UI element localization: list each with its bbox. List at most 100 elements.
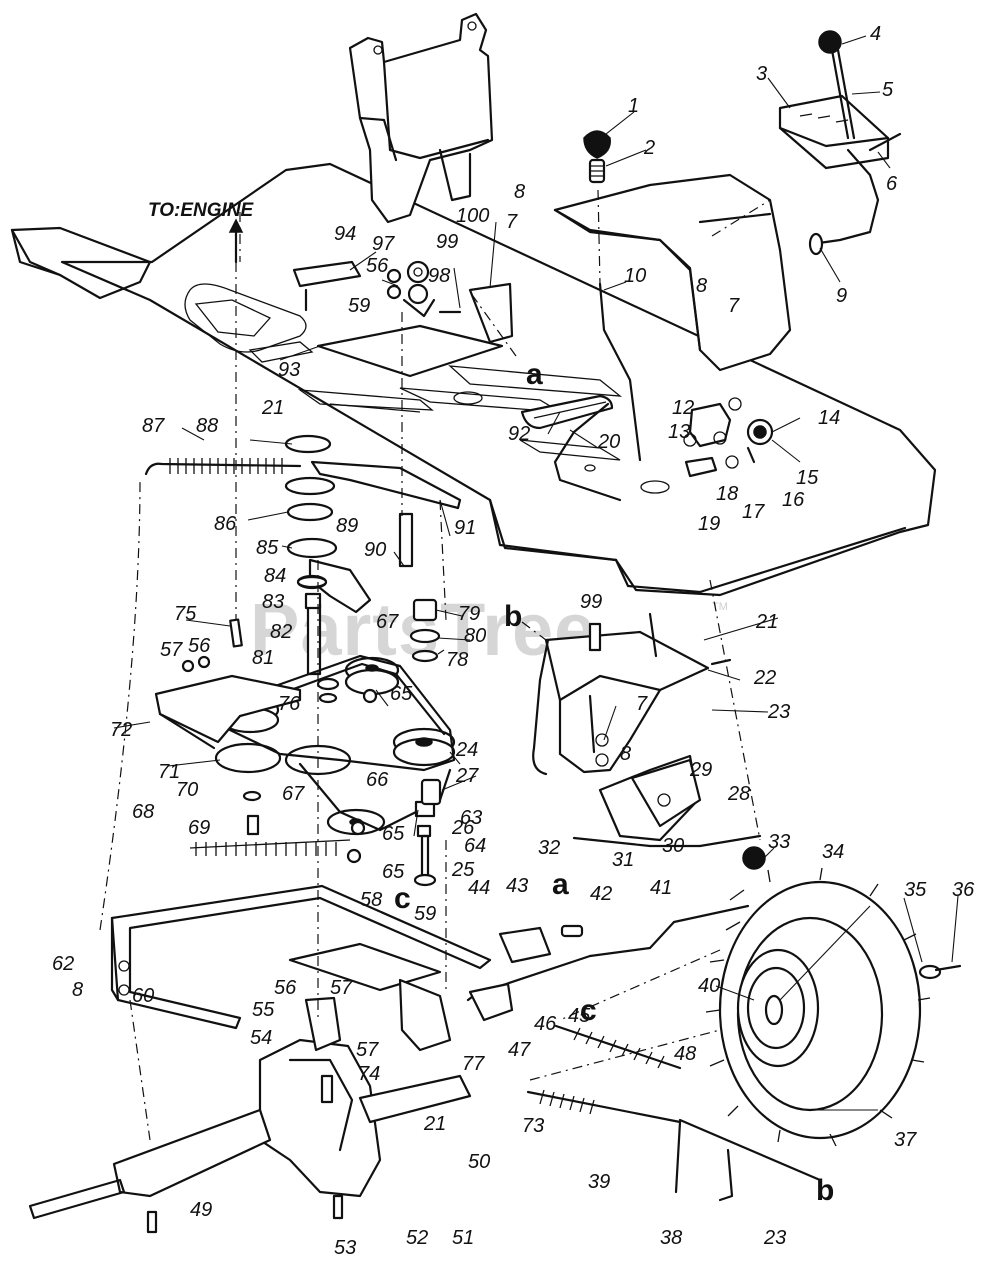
callout: 5 bbox=[882, 79, 894, 101]
ref-letter-a: a bbox=[552, 868, 569, 901]
rear-wheel bbox=[705, 846, 962, 1147]
callout: 78 bbox=[446, 649, 468, 671]
callout: 85 bbox=[256, 537, 279, 559]
callout: 16 bbox=[782, 489, 805, 511]
callout: 15 bbox=[796, 467, 819, 489]
callout: 77 bbox=[462, 1053, 485, 1075]
callout: 62 bbox=[52, 953, 74, 975]
brake-bracket bbox=[532, 612, 762, 848]
callout: 57 bbox=[330, 977, 353, 999]
callout: 23 bbox=[763, 1227, 786, 1249]
callout: 14 bbox=[818, 407, 840, 429]
ref-letter-b: b bbox=[504, 600, 522, 633]
callout: 23 bbox=[767, 701, 790, 723]
callout: 93 bbox=[278, 359, 300, 381]
callout: 100 bbox=[456, 205, 489, 227]
callout: 80 bbox=[464, 625, 486, 647]
callout: 36 bbox=[952, 879, 975, 901]
callout: 27 bbox=[455, 765, 479, 787]
callout: 37 bbox=[894, 1129, 917, 1151]
callout: 8 bbox=[620, 743, 631, 765]
callout: 74 bbox=[358, 1063, 380, 1085]
callout: 40 bbox=[698, 975, 720, 997]
callout: 18 bbox=[716, 483, 738, 505]
callout: 12 bbox=[672, 397, 694, 419]
ref-letter-a: a bbox=[526, 358, 543, 391]
callout: 72 bbox=[110, 719, 132, 741]
callout: 86 bbox=[214, 513, 237, 535]
callout: 71 bbox=[158, 761, 180, 783]
callout: 6 bbox=[886, 173, 898, 195]
callout: 68 bbox=[132, 801, 154, 823]
callout: 44 bbox=[468, 877, 490, 899]
callout: 70 bbox=[176, 779, 198, 801]
callout: 76 bbox=[278, 693, 301, 715]
callout: 9 bbox=[836, 285, 847, 307]
callout: 29 bbox=[689, 759, 712, 781]
callout: 45 bbox=[568, 1005, 591, 1027]
callout: 8 bbox=[696, 275, 707, 297]
callout: 75 bbox=[174, 603, 197, 625]
ref-letter-b: b bbox=[816, 1174, 834, 1207]
callout: 92 bbox=[508, 423, 530, 445]
callout: 81 bbox=[252, 647, 274, 669]
callout: 22 bbox=[753, 667, 776, 689]
callout: 82 bbox=[270, 621, 292, 643]
callout: 2 bbox=[643, 137, 655, 159]
callout: 8 bbox=[514, 181, 525, 203]
callout: 41 bbox=[650, 877, 672, 899]
callout: 39 bbox=[588, 1171, 610, 1193]
to-engine-label: TO:ENGINE bbox=[148, 200, 255, 221]
callout: 65 bbox=[382, 823, 405, 845]
callout: 34 bbox=[822, 841, 844, 863]
callout: 87 bbox=[142, 415, 165, 437]
callout: 7 bbox=[506, 211, 518, 233]
callout: 7 bbox=[728, 295, 740, 317]
frame-plate bbox=[10, 162, 937, 597]
callout: 79 bbox=[458, 603, 480, 625]
callout: 3 bbox=[756, 63, 767, 85]
callout: 65 bbox=[382, 861, 405, 883]
callout: 59 bbox=[348, 295, 370, 317]
callout: 13 bbox=[668, 421, 690, 443]
callout: 28 bbox=[727, 783, 750, 805]
lower-frame bbox=[110, 884, 492, 1030]
to-engine-indicator: TO:ENGINE bbox=[148, 200, 255, 264]
callout: 58 bbox=[360, 889, 382, 911]
callout: 8 bbox=[72, 979, 83, 1001]
callout: 21 bbox=[261, 397, 284, 419]
callout: 73 bbox=[522, 1115, 544, 1137]
fender-console bbox=[553, 173, 792, 372]
callout: 19 bbox=[698, 513, 720, 535]
callout: 99 bbox=[436, 231, 458, 253]
plate-brackets bbox=[292, 260, 514, 378]
callout: 10 bbox=[624, 265, 646, 287]
shift-lever-assembly bbox=[778, 30, 902, 256]
callout: 57 bbox=[160, 639, 183, 661]
callout: 56 bbox=[188, 635, 211, 657]
callout: 67 bbox=[376, 611, 399, 633]
callout: 59 bbox=[414, 903, 436, 925]
lower-springs bbox=[526, 1024, 822, 1202]
callout: 88 bbox=[196, 415, 218, 437]
callout: 63 bbox=[460, 807, 482, 829]
callout: 84 bbox=[264, 565, 286, 587]
callout: 55 bbox=[252, 999, 275, 1021]
callout: 17 bbox=[742, 501, 765, 523]
callout: 51 bbox=[452, 1227, 474, 1249]
callout: 35 bbox=[904, 879, 927, 901]
transaxle bbox=[28, 926, 552, 1234]
callout: 24 bbox=[455, 739, 478, 761]
brake-linkage bbox=[683, 397, 774, 478]
callout: 48 bbox=[674, 1043, 696, 1065]
callout: 32 bbox=[538, 837, 560, 859]
clutch-pedal bbox=[520, 394, 622, 502]
callout: 50 bbox=[468, 1151, 490, 1173]
callout: 38 bbox=[660, 1227, 682, 1249]
callout: 52 bbox=[406, 1227, 428, 1249]
callout: 91 bbox=[454, 517, 476, 539]
callout: 31 bbox=[612, 849, 634, 871]
callout: 21 bbox=[423, 1113, 446, 1135]
callout: 47 bbox=[508, 1039, 531, 1061]
